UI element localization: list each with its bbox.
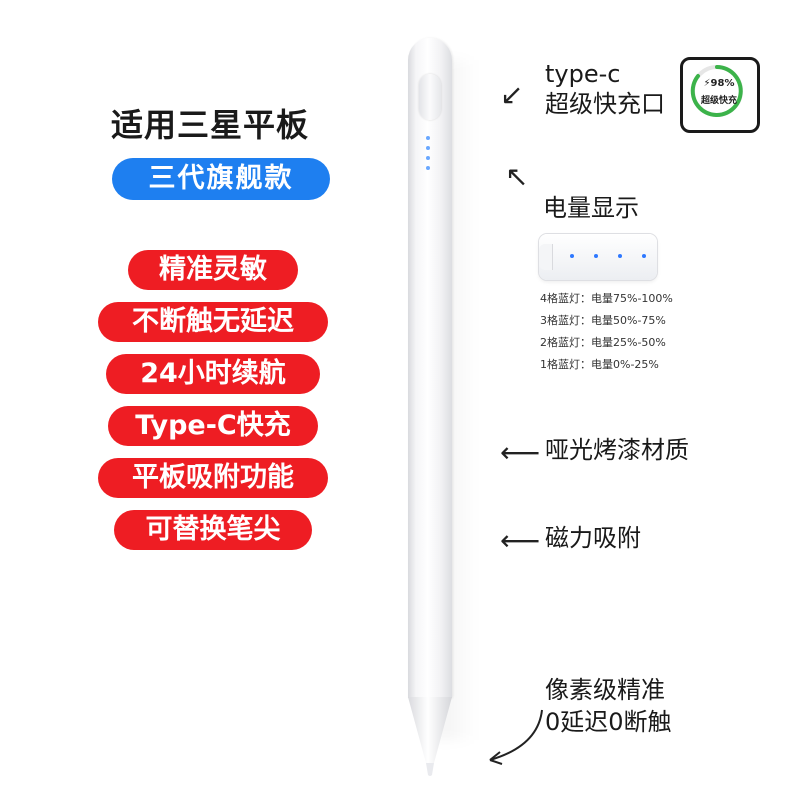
lightning-icon: ⚡ [703,78,711,89]
battery-display-title: 电量显示 [543,194,639,222]
feature-badge-magnetic: 平板吸附功能 [98,458,328,498]
stylus-charging-port [419,74,441,120]
charging-ring-icon [690,65,743,117]
stylus-tip-icon [408,697,452,776]
feature-badge-battery-life: 24小时续航 [106,354,320,394]
arrow-left-icon: ⟵ [500,524,541,557]
charging-port-label-line1: type-c [545,60,621,88]
pen-led-4 [426,166,430,170]
fast-charge-percent: ⚡98% [703,78,735,89]
stylus-pen-body [408,38,452,698]
feature-badge-precise: 精准灵敏 [128,250,298,290]
battery-indicator-end [539,244,553,270]
fast-charge-text: 超级快充 [700,96,737,106]
matte-finish-label: 哑光烤漆材质 [545,436,689,464]
curved-arrow-icon: ↖ [505,160,529,193]
battery-legend-1: 1格蓝灯：电量0%-25% [540,358,659,371]
curved-arrow-icon [489,709,543,765]
battery-dot-4 [642,254,646,258]
battery-legend-3: 3格蓝灯：电量50%-75% [540,314,666,327]
battery-dot-1 [570,254,574,258]
precision-label-line2: 0延迟0断触 [545,708,672,736]
battery-legend-4: 4格蓝灯：电量75%-100% [540,292,673,305]
battery-indicator-illustration [539,234,657,280]
edition-badge: 三代旗舰款 [112,158,330,200]
product-title: 适用三星平板 [110,106,309,144]
battery-dot-2 [594,254,598,258]
feature-badge-no-delay: 不断触无延迟 [98,302,328,342]
feature-badge-replaceable-tip: 可替换笔尖 [114,510,312,550]
charging-port-label-line2: 超级快充口 [545,90,665,118]
precision-label-line1: 像素级精准 [545,676,665,704]
magnetic-label: 磁力吸附 [545,524,641,552]
arrow-icon: ↙ [500,78,524,111]
feature-badge-typec: Type-C快充 [108,406,318,446]
pen-led-2 [426,146,430,150]
pen-led-1 [426,136,430,140]
pen-led-3 [426,156,430,160]
battery-legend-2: 2格蓝灯：电量25%-50% [540,336,666,349]
battery-dot-3 [618,254,622,258]
arrow-left-icon: ⟵ [500,436,541,469]
